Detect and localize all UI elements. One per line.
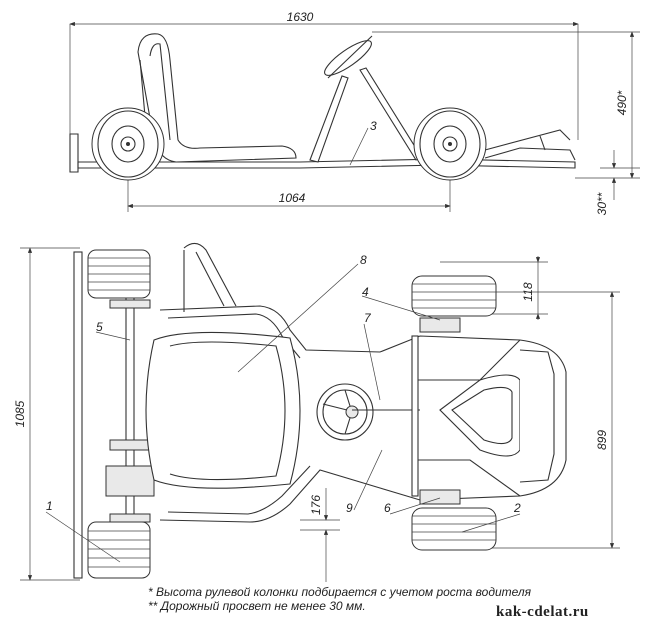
rear-wheel-side — [91, 107, 165, 181]
dim-ground-clearance: 30** — [595, 192, 609, 215]
seat-side — [137, 33, 297, 163]
dim-front-track: 899 — [595, 430, 609, 450]
rear-tire-bottom — [87, 521, 151, 579]
rear-tire-top — [87, 249, 151, 299]
dim-overall-length: 1630 — [287, 10, 314, 24]
seat-support-bar — [183, 242, 237, 307]
note-ground-clearance: ** Дорожный просвет не менее 30 мм. — [148, 599, 366, 613]
callout-3: 3 — [370, 119, 377, 133]
callout-8: 8 — [360, 253, 367, 267]
side-view: 1630 490* 30** 1064 — [69, 10, 640, 215]
watermark: kak-cdelat.ru — [496, 604, 589, 620]
callout-6: 6 — [384, 501, 391, 515]
rear-bumper — [69, 133, 79, 173]
top-view: 1085 118 899 176 — [13, 242, 620, 582]
steering-wheel-top — [316, 383, 374, 441]
callout-9: 9 — [346, 501, 353, 515]
front-tire-lower — [411, 507, 497, 551]
front-wheel-side — [413, 107, 487, 181]
seat-top — [145, 331, 301, 489]
rear-bumper-top — [73, 251, 83, 579]
front-spindle-upper — [419, 317, 461, 333]
dim-height: 490* — [615, 90, 629, 115]
dim-side-offset: 176 — [309, 495, 323, 515]
callout-1: 1 — [46, 499, 53, 513]
callout-4: 4 — [362, 285, 369, 299]
front-spindle-lower — [419, 489, 461, 505]
dim-wheelbase: 1064 — [279, 191, 306, 205]
callout-7: 7 — [364, 311, 372, 325]
note-steering-height: * Высота рулевой колонки подбирается с у… — [148, 585, 532, 599]
callout-5: 5 — [96, 320, 103, 334]
front-axle-beam — [411, 335, 419, 497]
front-nose — [484, 147, 576, 161]
engine-sprocket — [105, 465, 155, 497]
front-tire-upper — [411, 275, 497, 317]
callout-2: 2 — [513, 501, 521, 515]
notes: * Высота рулевой колонки подбирается с у… — [148, 585, 628, 613]
steering-column-side — [309, 75, 349, 163]
dim-overall-width: 1085 — [13, 400, 27, 427]
steering-wheel-side — [324, 40, 372, 76]
